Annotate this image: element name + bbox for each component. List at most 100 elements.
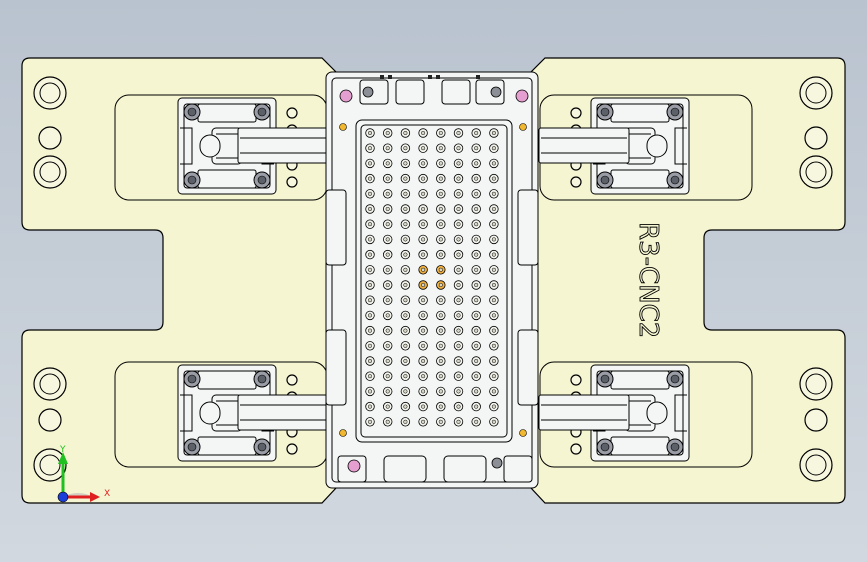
socket-pin-core	[474, 419, 479, 424]
socket-pin-core	[491, 176, 496, 181]
socket-pin-core	[438, 191, 443, 196]
socket-pin-core	[385, 191, 390, 196]
socket-pin-core	[421, 389, 426, 394]
socket-pin-core	[438, 313, 443, 318]
socket-pin-core	[474, 389, 479, 394]
socket-pin-core	[456, 130, 461, 136]
socket-pin-core	[438, 419, 443, 424]
socket-pin-core	[438, 374, 443, 379]
socket-pin-core	[403, 358, 408, 364]
socket-pin-core	[421, 313, 426, 318]
socket-pin-core	[474, 191, 479, 196]
socket-pin-core	[456, 343, 461, 348]
socket-pin-core	[456, 191, 461, 196]
socket-pin-core	[456, 404, 461, 409]
socket-pin-core	[385, 298, 390, 303]
socket-pin-core	[456, 374, 461, 379]
socket-pin-core	[403, 146, 408, 151]
axis-y-label: Y	[59, 445, 66, 455]
socket-pin-core	[367, 206, 373, 212]
socket-pin-core	[491, 237, 496, 242]
socket-pin-core	[438, 130, 443, 136]
pin-grid	[365, 128, 499, 427]
socket-pin-core	[385, 404, 390, 409]
part-marking: R3-CNC2	[633, 222, 663, 338]
socket-pin-core	[491, 358, 496, 364]
socket-pin-core	[474, 298, 479, 303]
socket-pin-core	[385, 146, 390, 151]
socket-pin-core	[403, 237, 408, 242]
socket-pin-core	[367, 146, 373, 151]
socket-pin-core	[367, 343, 373, 348]
socket-pin-core	[456, 146, 461, 151]
socket-pin-core	[456, 176, 461, 181]
socket-pin-core	[438, 358, 443, 364]
socket-pin-core	[421, 161, 426, 166]
socket-pin-core	[474, 206, 479, 212]
socket-pin-core	[367, 328, 373, 333]
socket-pin-core	[421, 267, 426, 272]
socket-pin-core	[491, 130, 496, 136]
socket-pin-core	[367, 252, 373, 257]
socket-pin-core	[491, 206, 496, 212]
socket-pin-core	[367, 161, 373, 166]
socket-pin-core	[421, 419, 426, 424]
socket-pin-core	[438, 343, 443, 348]
socket-pin-core	[474, 282, 479, 288]
socket-pin-core	[474, 267, 479, 272]
socket-pin-core	[474, 313, 479, 318]
socket-pin-core	[367, 374, 373, 379]
socket-pin-core	[385, 419, 390, 424]
socket-pin-core	[367, 282, 373, 288]
socket-pin-core	[456, 267, 461, 272]
socket-pin-core	[474, 130, 479, 136]
socket-pin-core	[385, 358, 390, 364]
socket-pin-core	[403, 222, 408, 227]
socket-pin-core	[367, 191, 373, 196]
socket-pin-core	[474, 237, 479, 242]
socket-pin-core	[367, 358, 373, 364]
socket-pin-core	[367, 176, 373, 181]
socket-pin-core	[367, 419, 373, 424]
axis-triad: Y X	[57, 445, 110, 503]
socket-pin-core	[421, 222, 426, 227]
socket-pin-core	[456, 206, 461, 212]
socket-pin-core	[491, 146, 496, 151]
socket-pin-core	[421, 404, 426, 409]
socket-pin-core	[421, 191, 426, 196]
socket-pin-core	[385, 161, 390, 166]
socket-pin-core	[456, 313, 461, 318]
socket-pin-core	[456, 328, 461, 333]
socket-pin-core	[491, 404, 496, 409]
socket-pin-core	[367, 130, 373, 136]
socket-pin-core	[456, 237, 461, 242]
socket-pin-core	[403, 282, 408, 288]
socket-pin-core	[474, 358, 479, 364]
socket-pin-core	[491, 343, 496, 348]
socket-pin-core	[403, 389, 408, 394]
socket-pin-core	[474, 343, 479, 348]
socket-pin-core	[421, 298, 426, 303]
socket-pin-core	[385, 252, 390, 257]
socket-pin-core	[421, 130, 426, 136]
socket-pin-core	[421, 374, 426, 379]
socket-body	[325, 71, 539, 489]
socket-pin-core	[385, 389, 390, 394]
socket-pin-core	[403, 252, 408, 257]
socket-pin-core	[403, 404, 408, 409]
socket-pin-core	[421, 343, 426, 348]
socket-pin-core	[385, 222, 390, 227]
socket-pin-core	[421, 282, 426, 288]
socket-pin-core	[491, 282, 496, 288]
socket-pin-core	[385, 176, 390, 181]
socket-pin-core	[367, 267, 373, 272]
socket-pin-core	[403, 206, 408, 212]
socket-pin-core	[456, 389, 461, 394]
socket-pin-core	[474, 404, 479, 409]
socket-pin-core	[474, 176, 479, 181]
socket-pin-core	[491, 419, 496, 424]
socket-pin-core	[385, 130, 390, 136]
socket-pin-core	[438, 328, 443, 333]
socket-pin-core	[491, 161, 496, 166]
